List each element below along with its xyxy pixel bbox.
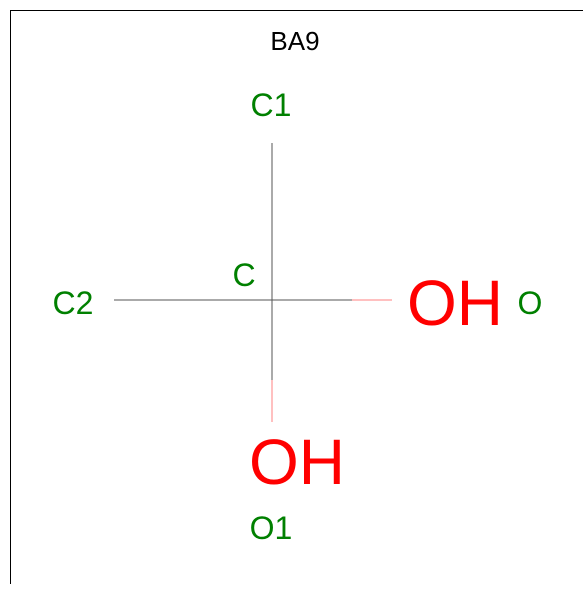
atom-label-o: O <box>518 285 543 321</box>
atom-label-c1: C1 <box>251 87 292 123</box>
atom-label-c2: C2 <box>53 285 94 321</box>
hydroxyl-group-right: OH <box>407 267 503 339</box>
atom-label-center: C <box>232 257 255 293</box>
molecule-title: BA9 <box>270 26 319 56</box>
atom-label-o1: O1 <box>250 510 293 546</box>
hydroxyl-group-bottom: OH <box>249 426 345 498</box>
